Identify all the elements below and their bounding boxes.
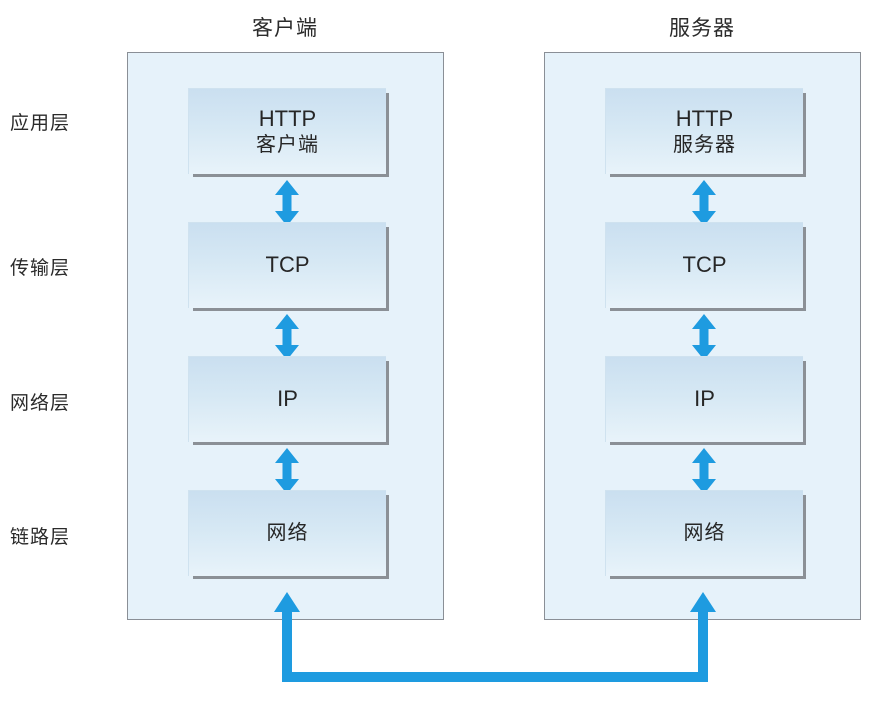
client-box-tcp: TCP	[188, 222, 386, 308]
server-box-tcp: TCP	[605, 222, 803, 308]
client-arrow-transport-network	[273, 314, 301, 360]
client-box-ip-line1: IP	[277, 386, 298, 412]
server-box-network-line1: 网络	[683, 521, 726, 544]
client-arrow-network-link	[273, 448, 301, 494]
physical-link-connector	[265, 590, 725, 690]
server-arrow-transport-network	[690, 314, 718, 360]
server-box-tcp-line1: TCP	[682, 252, 727, 278]
server-arrow-app-transport	[690, 180, 718, 226]
client-box-http-line2: 客户端	[256, 133, 319, 156]
client-box-network-line1: 网络	[266, 521, 309, 544]
server-box-network: 网络	[605, 490, 803, 576]
server-box-http-line2: 服务器	[673, 133, 736, 156]
client-column-title: 客户端	[252, 17, 318, 40]
layer-label-network: 网络层	[10, 393, 71, 414]
client-box-http-line1: HTTP	[258, 105, 317, 131]
layer-label-transport: 传输层	[10, 258, 71, 279]
layer-label-link: 链路层	[10, 527, 71, 548]
layer-label-application: 应用层	[10, 113, 71, 134]
client-box-http: HTTP 客户端	[188, 88, 386, 174]
client-arrow-app-transport	[273, 180, 301, 226]
server-box-ip: IP	[605, 356, 803, 442]
client-box-network: 网络	[188, 490, 386, 576]
client-box-ip: IP	[188, 356, 386, 442]
server-box-http: HTTP 服务器	[605, 88, 803, 174]
server-arrow-network-link	[690, 448, 718, 494]
server-box-ip-line1: IP	[694, 386, 715, 412]
client-box-tcp-line1: TCP	[265, 252, 310, 278]
server-box-http-line1: HTTP	[675, 105, 734, 131]
server-column-title: 服务器	[669, 17, 735, 40]
